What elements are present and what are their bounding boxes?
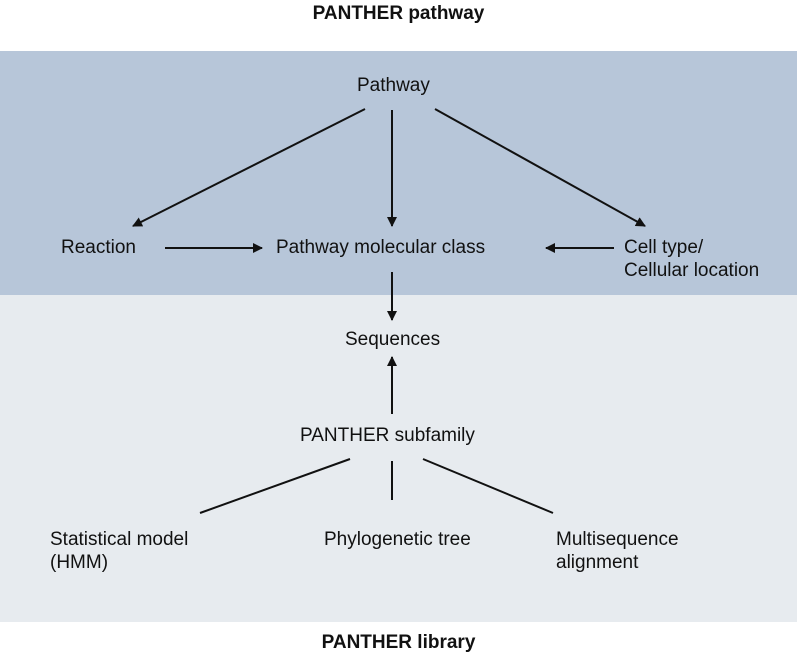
- node-pathway-molecular-class-label: Pathway molecular class: [276, 237, 486, 258]
- node-panther-subfamily: PANTHER subfamily: [300, 424, 475, 447]
- node-sequences: Sequences: [345, 328, 440, 351]
- node-cell-type-line1: Cell type/: [624, 237, 704, 258]
- node-statistical-model-line1: Statistical model: [50, 529, 189, 550]
- edge-subfamily-statistical-model: [199, 458, 351, 514]
- node-phylogenetic-tree-label: Phylogenetic tree: [324, 529, 471, 550]
- title-panther-library: PANTHER library: [321, 632, 476, 653]
- node-multisequence-line2: alignment: [556, 552, 639, 573]
- node-pathway: Pathway: [357, 74, 430, 97]
- node-phylogenetic-tree: Phylogenetic tree: [324, 528, 471, 551]
- node-panther-subfamily-label: PANTHER subfamily: [300, 425, 475, 446]
- edge-subfamily-multisequence: [422, 458, 554, 514]
- edge-pathway-reaction: [132, 108, 366, 227]
- title-panther-pathway: PANTHER pathway: [312, 3, 485, 24]
- node-multisequence-alignment: Multisequence alignment: [556, 528, 679, 574]
- node-pathway-label: Pathway: [357, 75, 430, 96]
- node-pathway-molecular-class: Pathway molecular class: [276, 236, 485, 259]
- node-reaction-label: Reaction: [61, 237, 136, 258]
- node-multisequence-line1: Multisequence: [556, 529, 679, 550]
- node-cell-type: Cell type/ Cellular location: [624, 236, 759, 282]
- pathway-band: [0, 51, 797, 295]
- node-reaction: Reaction: [61, 236, 136, 259]
- node-statistical-model: Statistical model (HMM): [50, 528, 188, 574]
- node-cell-type-line2: Cellular location: [624, 260, 760, 281]
- node-statistical-model-line2: (HMM): [50, 552, 109, 573]
- library-band: [0, 295, 797, 622]
- node-sequences-label: Sequences: [345, 329, 441, 350]
- edge-pathway-cell-type: [434, 108, 646, 227]
